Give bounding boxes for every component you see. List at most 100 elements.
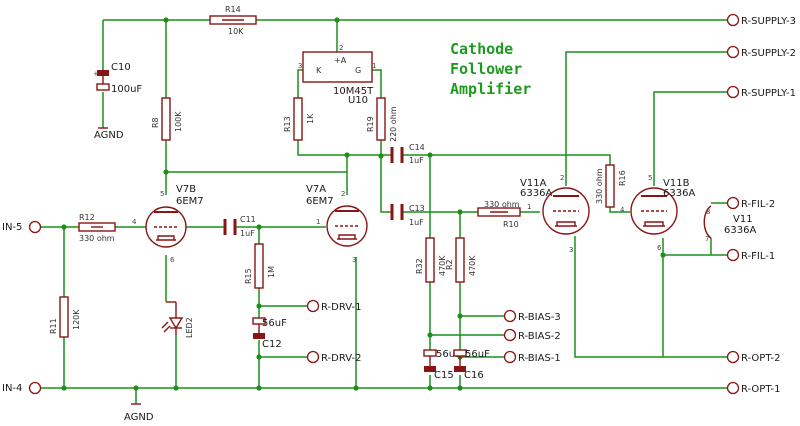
connector-r-opt-2[interactable]: R-OPT-2	[726, 350, 781, 365]
led-led2: LED2	[161, 301, 194, 338]
svg-text:IN-4: IN-4	[2, 383, 22, 394]
svg-text:1M: 1M	[267, 266, 276, 278]
svg-text:V7A: V7A	[306, 184, 326, 195]
svg-text:R16: R16	[618, 170, 627, 186]
connector-r-bias-1[interactable]: R-BIAS-1	[503, 350, 561, 365]
svg-text:R-OPT-1: R-OPT-1	[741, 384, 781, 395]
capacitor-c10: + C10 100uF	[93, 62, 142, 95]
svg-text:C12: C12	[262, 339, 282, 350]
svg-text:AGND: AGND	[94, 130, 124, 141]
capacitor-c14: C14 1uF	[390, 143, 425, 165]
svg-text:R-BIAS-2: R-BIAS-2	[518, 331, 561, 342]
svg-text:+A: +A	[334, 56, 347, 65]
connector-r-opt-1[interactable]: R-OPT-1	[726, 381, 781, 396]
svg-text:470K: 470K	[468, 255, 477, 276]
svg-text:C13: C13	[409, 204, 425, 213]
connector-r-supply-3[interactable]: R-SUPPLY-3	[726, 13, 797, 28]
resistor-r13: R13 1K	[283, 97, 315, 141]
tube-v11a: V11A 6336A 2 1 3	[520, 174, 590, 254]
svg-text:R12: R12	[79, 213, 95, 222]
title-line-1: Cathode	[450, 40, 513, 58]
svg-text:1K: 1K	[306, 113, 315, 124]
svg-text:V7B: V7B	[176, 184, 196, 195]
svg-text:2: 2	[341, 190, 345, 198]
connector-r-fil-1[interactable]: R-FIL-1	[726, 248, 776, 263]
svg-text:120K: 120K	[72, 309, 81, 330]
svg-text:330 ohm: 330 ohm	[79, 234, 115, 243]
svg-text:R-DRV-2: R-DRV-2	[321, 353, 361, 364]
svg-text:330 ohm: 330 ohm	[595, 168, 604, 204]
resistor-r32: R32 470K	[415, 237, 447, 283]
svg-text:R10: R10	[503, 220, 519, 229]
svg-text:R15: R15	[244, 268, 253, 284]
svg-text:R13: R13	[283, 116, 292, 132]
svg-text:R11: R11	[49, 318, 58, 334]
connector-r-drv-1[interactable]: R-DRV-1	[306, 299, 362, 314]
capacitor-c15: 56uF C15	[423, 349, 461, 381]
tube-v11b: V11B 6336A 5 4 6	[620, 174, 695, 252]
svg-text:K: K	[316, 66, 322, 75]
svg-text:56uF: 56uF	[262, 318, 287, 329]
svg-text:1: 1	[316, 218, 320, 226]
svg-text:5: 5	[648, 174, 652, 182]
svg-text:R32: R32	[415, 258, 424, 274]
connector-r-fil-2[interactable]: R-FIL-2	[726, 196, 776, 211]
resistor-r14: R14 10K	[209, 5, 257, 36]
connector-in5[interactable]: IN-5	[2, 220, 42, 234]
svg-text:G: G	[355, 66, 361, 75]
connector-r-bias-2[interactable]: R-BIAS-2	[503, 328, 561, 343]
svg-text:+: +	[93, 70, 99, 78]
connector-r-supply-1[interactable]: R-SUPPLY-1	[726, 85, 797, 100]
svg-text:470K: 470K	[438, 255, 447, 276]
resistor-r16: R16 330 ohm	[595, 164, 627, 208]
svg-text:5: 5	[160, 190, 164, 198]
svg-text:1uF: 1uF	[409, 218, 424, 227]
svg-text:6: 6	[657, 244, 662, 252]
svg-text:R-SUPPLY-1: R-SUPPLY-1	[741, 88, 796, 99]
schematic-title: Cathode Follower Amplifier	[450, 40, 531, 98]
ground-symbol-top: AGND	[94, 127, 124, 141]
regulator-u10: K +A G 3 2 1 10M45T U10	[298, 44, 376, 106]
tube-v7a: V7A 6EM7 2 1 3	[306, 184, 368, 264]
svg-text:330 ohm: 330 ohm	[484, 200, 520, 209]
resistor-r10: 330 ohm R10	[477, 200, 521, 229]
svg-text:8: 8	[706, 208, 710, 216]
resistor-r19: R19 220 ohm	[366, 97, 398, 142]
svg-text:C14: C14	[409, 143, 425, 152]
svg-text:6336A: 6336A	[724, 225, 756, 236]
svg-text:R19: R19	[366, 116, 375, 132]
svg-text:10K: 10K	[228, 27, 244, 36]
svg-text:R-SUPPLY-2: R-SUPPLY-2	[741, 48, 796, 59]
svg-text:R-DRV-1: R-DRV-1	[321, 302, 361, 313]
svg-text:R-BIAS-1: R-BIAS-1	[518, 353, 561, 364]
svg-text:10M45T: 10M45T	[333, 86, 374, 97]
svg-text:1uF: 1uF	[240, 229, 255, 238]
wires	[41, 19, 728, 404]
svg-text:V11A: V11A	[520, 178, 547, 189]
svg-text:V11: V11	[733, 214, 753, 225]
svg-text:6: 6	[170, 256, 175, 264]
svg-text:6336A: 6336A	[520, 188, 552, 199]
svg-text:3: 3	[352, 256, 356, 264]
svg-text:C16: C16	[464, 370, 484, 381]
capacitor-c11: C11 1uF	[223, 215, 256, 238]
svg-text:R14: R14	[225, 5, 241, 14]
svg-text:6EM7: 6EM7	[176, 196, 204, 207]
svg-text:R-FIL-1: R-FIL-1	[741, 251, 775, 262]
svg-text:4: 4	[620, 206, 625, 214]
svg-text:R-SUPPLY-3: R-SUPPLY-3	[741, 16, 796, 27]
connector-r-supply-2[interactable]: R-SUPPLY-2	[726, 45, 797, 60]
title-line-3: Amplifier	[450, 80, 531, 98]
connector-r-drv-2[interactable]: R-DRV-2	[306, 350, 362, 365]
svg-text:6EM7: 6EM7	[306, 196, 334, 207]
svg-text:220 ohm: 220 ohm	[389, 106, 398, 142]
svg-text:C15: C15	[434, 370, 454, 381]
connector-r-bias-3[interactable]: R-BIAS-3	[503, 309, 561, 324]
svg-text:1: 1	[372, 62, 376, 70]
connector-in4[interactable]: IN-4	[2, 381, 42, 395]
svg-text:R8: R8	[151, 117, 160, 128]
resistor-r15: R15 1M	[244, 243, 276, 289]
svg-text:7: 7	[705, 235, 709, 243]
resistor-r12: R12 330 ohm	[78, 213, 116, 243]
